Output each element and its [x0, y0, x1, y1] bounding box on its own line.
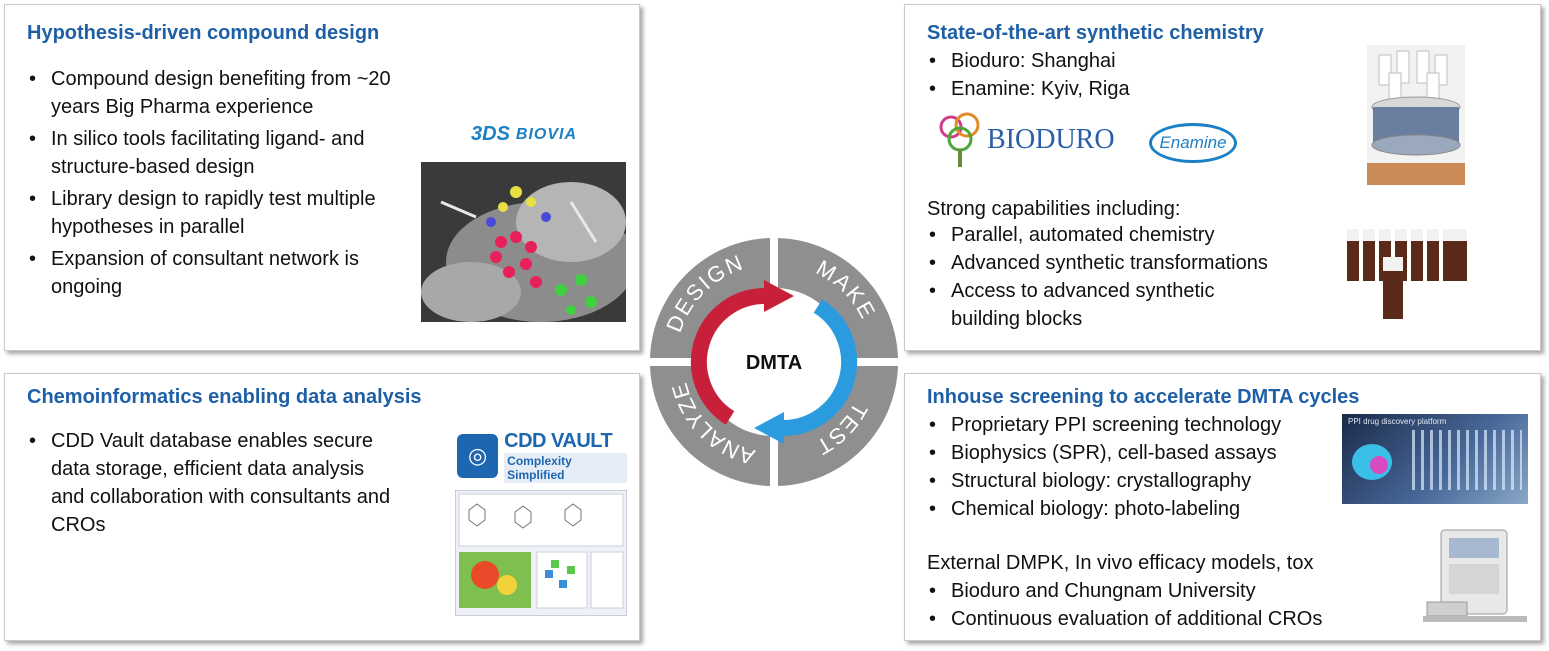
cdd-vault-logo: ◎ CDD VAULT Complexity Simplified — [457, 430, 627, 483]
panel-inhouse-screening: Inhouse screening to accelerate DMTA cyc… — [904, 373, 1541, 641]
bioduro-logo: BIODURO — [937, 111, 1115, 169]
bullet-list: Compound design benefiting from ~20 year… — [27, 65, 407, 305]
list-item: CDD Vault database enables secure data s… — [27, 427, 397, 539]
quadrant-design — [650, 238, 770, 358]
capabilities-list: Parallel, automated chemistry Advanced s… — [927, 221, 1327, 333]
biovia-logo: 3DS BIOVIA — [471, 123, 578, 145]
cdd-screenshot-image — [455, 490, 627, 616]
cdd-logo-icon: ◎ — [457, 434, 499, 478]
blue-arrowhead-icon — [754, 412, 784, 444]
panel-title: State-of-the-art synthetic chemistry — [927, 22, 1264, 44]
capabilities-heading: Strong capabilities including: — [927, 198, 1181, 220]
list-item: Biophysics (SPR), cell-based assays — [927, 439, 1347, 467]
list-item: Chemical biology: photo-labeling — [927, 495, 1347, 523]
lab-instrument-image — [1423, 529, 1527, 622]
enamine-logo: Enamine — [1149, 123, 1237, 163]
list-item: Compound design benefiting from ~20 year… — [27, 65, 407, 121]
list-item: Proprietary PPI screening technology — [927, 411, 1347, 439]
list-item: Access to advanced synthetic building bl… — [927, 277, 1271, 333]
panel-title: Chemoinformatics enabling data analysis — [27, 386, 422, 408]
list-item: Expansion of consultant network is ongoi… — [27, 245, 407, 301]
external-list: Bioduro and Chungnam University Continuo… — [927, 577, 1397, 633]
quadrant-test — [778, 366, 898, 486]
list-item: Advanced synthetic transformations — [927, 249, 1327, 277]
molecule-image — [421, 162, 626, 322]
sites-list: Bioduro: Shanghai Enamine: Kyiv, Riga — [927, 47, 1327, 103]
external-heading: External DMPK, In vivo efficacy models, … — [927, 552, 1314, 574]
ds-logo-icon: 3DS — [471, 123, 510, 145]
reactor-image — [1367, 45, 1465, 185]
quadrant-analyze — [650, 366, 770, 486]
list-item: Structural biology: crystallography — [927, 467, 1347, 495]
list-item: Bioduro: Shanghai — [927, 47, 1327, 75]
quadrant-make — [778, 238, 898, 358]
red-arrowhead-icon — [764, 280, 794, 312]
ppi-platform-image: PPI drug discovery platform — [1342, 414, 1528, 504]
list-item: Bioduro and Chungnam University — [927, 577, 1397, 605]
list-item: In silico tools facilitating ligand- and… — [27, 125, 407, 181]
panel-compound-design: Hypothesis-driven compound design Compou… — [4, 4, 640, 351]
dmta-cycle-diagram: DESIGN MAKE TEST ANALYZE DMTA — [650, 238, 898, 486]
list-item: Library design to rapidly test multiple … — [27, 185, 407, 241]
list-item: Parallel, automated chemistry — [927, 221, 1327, 249]
panel-title: Inhouse screening to accelerate DMTA cyc… — [927, 386, 1360, 408]
panel-synthetic-chemistry: State-of-the-art synthetic chemistry Bio… — [904, 4, 1541, 351]
blue-cycle-arrow — [781, 299, 858, 437]
panel-chemoinformatics: Chemoinformatics enabling data analysis … — [4, 373, 640, 641]
cycle-center-label: DMTA — [746, 352, 802, 374]
list-item: Enamine: Kyiv, Riga — [927, 75, 1327, 103]
bullet-list: CDD Vault database enables secure data s… — [27, 427, 397, 543]
vials-image — [1343, 211, 1469, 323]
red-cycle-arrow — [690, 287, 767, 425]
list-item: Continuous evaluation of additional CROs — [927, 605, 1397, 633]
tree-icon — [939, 112, 980, 167]
panel-title: Hypothesis-driven compound design — [27, 22, 380, 44]
screening-list: Proprietary PPI screening technology Bio… — [927, 411, 1347, 523]
